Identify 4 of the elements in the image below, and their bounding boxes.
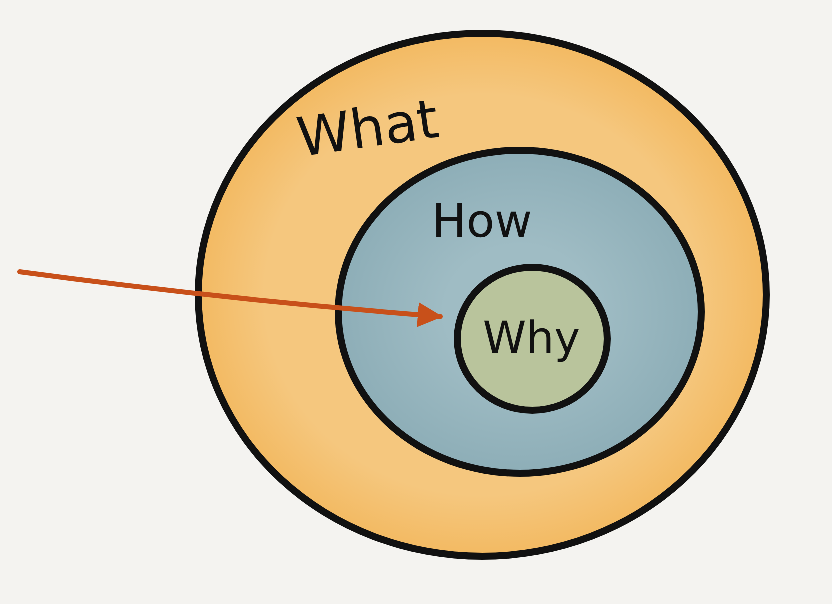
circle-label: Why bbox=[483, 313, 580, 364]
arrow bbox=[18, 270, 443, 328]
circle-label: How bbox=[432, 194, 532, 248]
circle-label: What bbox=[293, 87, 443, 170]
